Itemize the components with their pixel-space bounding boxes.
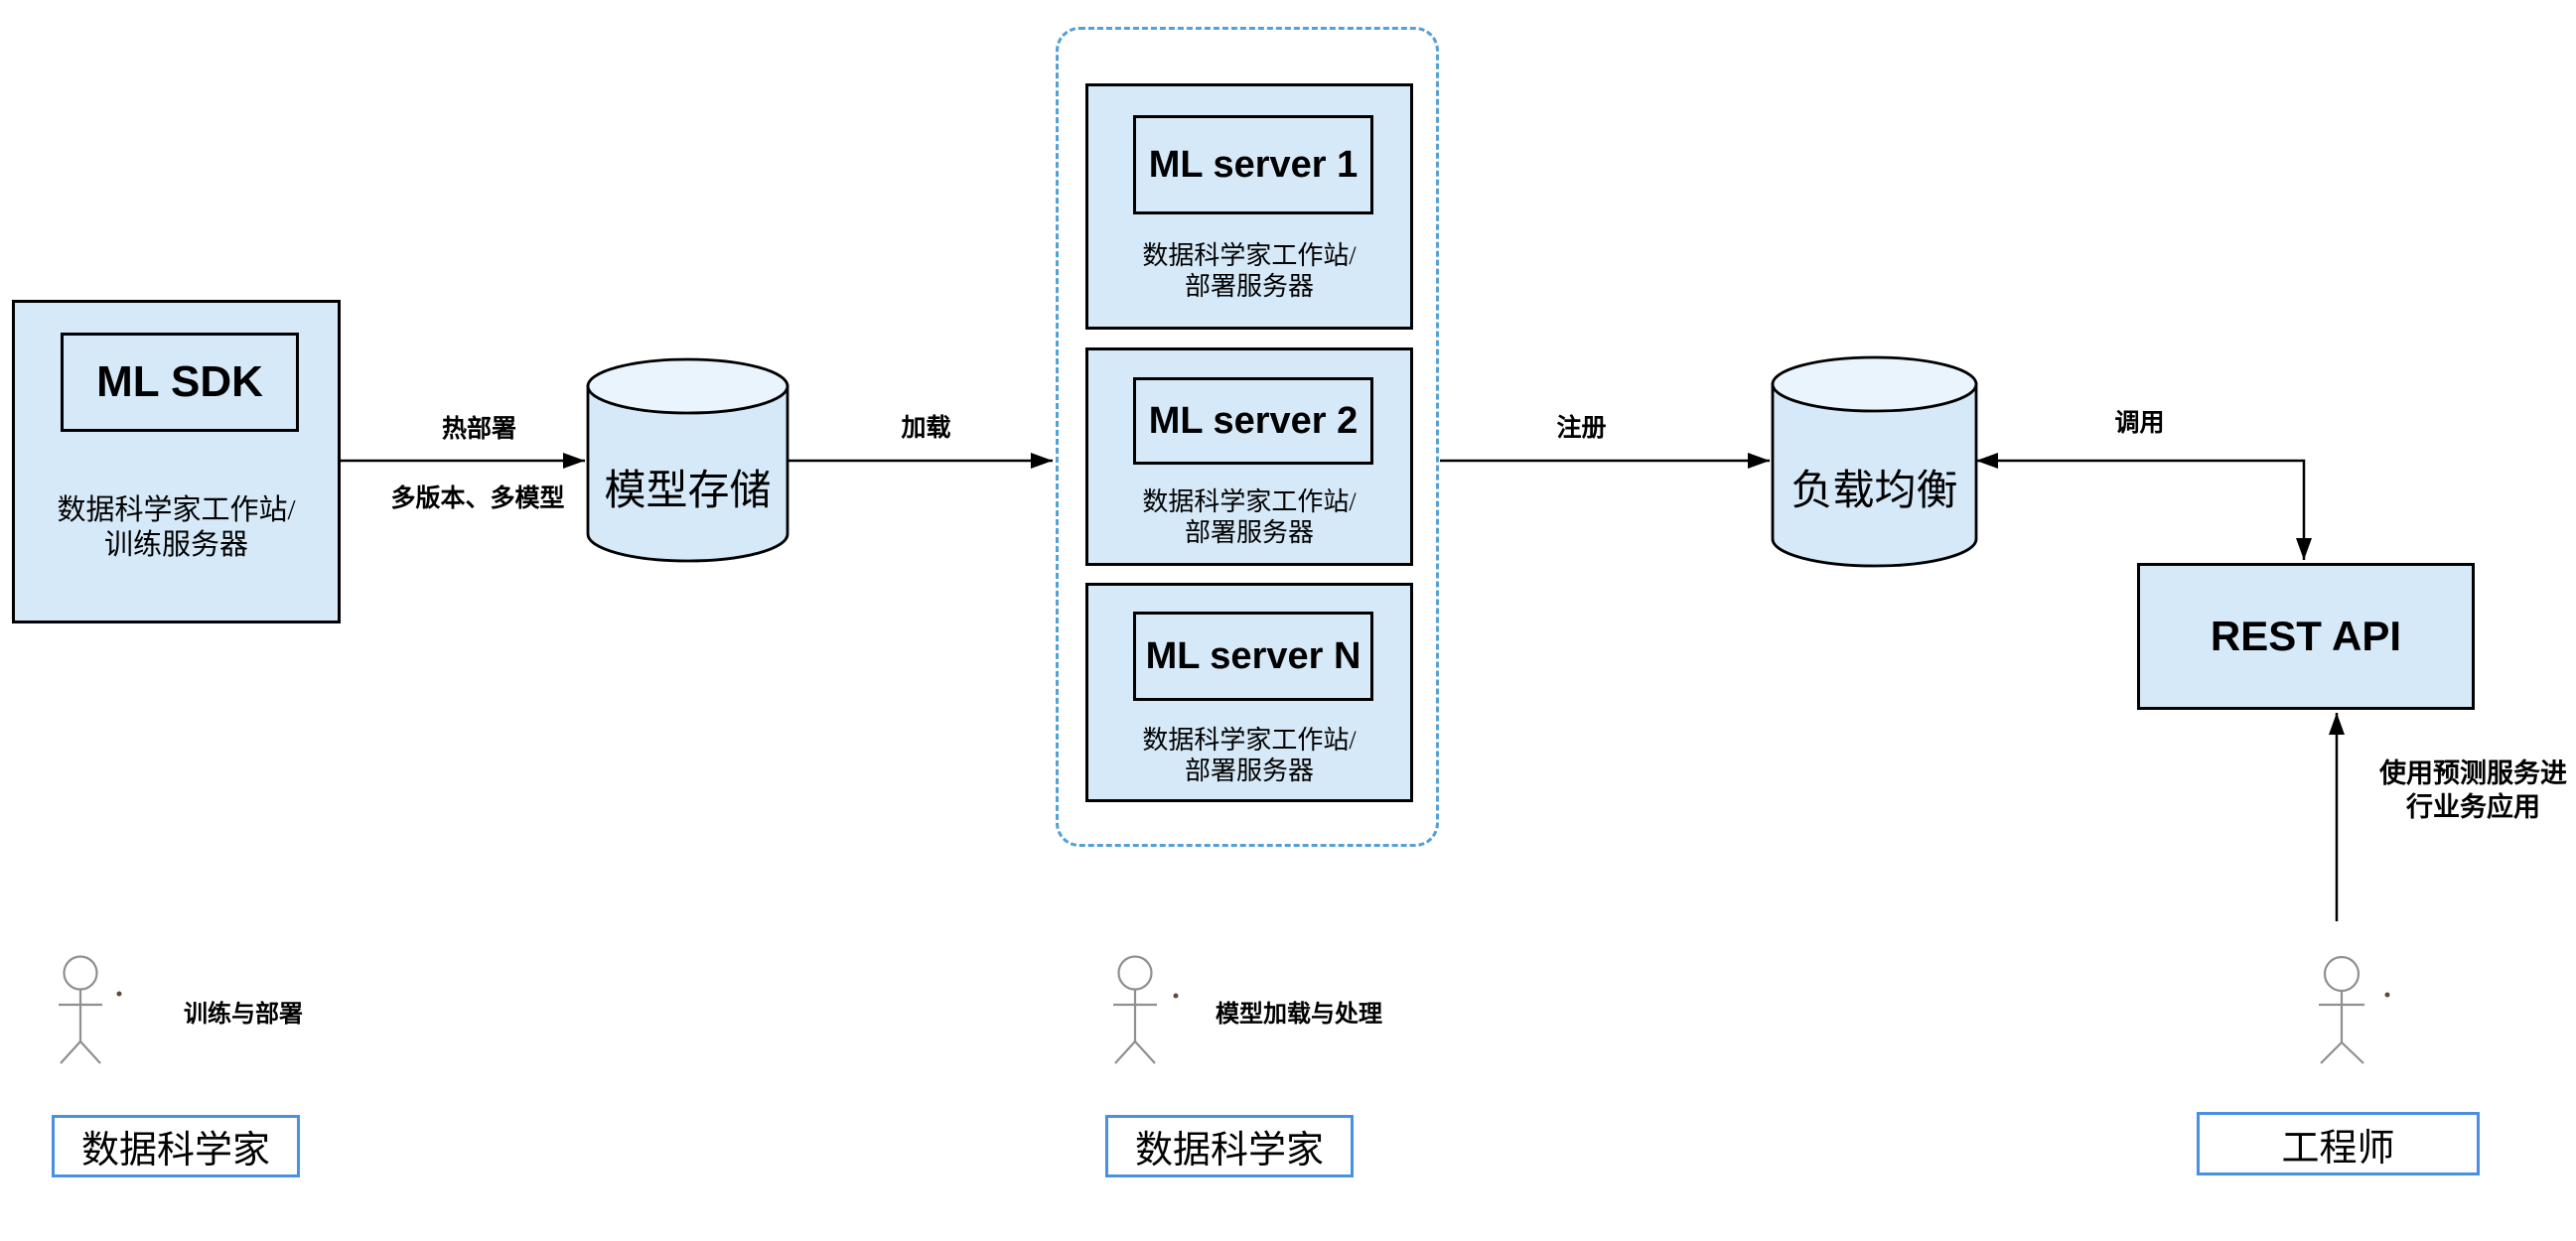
actor-box-engineer: 工程师 bbox=[2197, 1112, 2480, 1175]
ml-server-2-node: ML server 2 数据科学家工作站/ 部署服务器 bbox=[1085, 347, 1413, 566]
ml-server-n-subtitle-line2: 部署服务器 bbox=[1184, 757, 1314, 786]
ml-server-n-subtitle-line1: 数据科学家工作站/ bbox=[1142, 726, 1357, 755]
dot-marker bbox=[1173, 993, 1179, 999]
ml-sdk-subtitle-line2: 训练服务器 bbox=[103, 528, 248, 561]
ml-server-n-node: ML server N 数据科学家工作站/ 部署服务器 bbox=[1085, 583, 1413, 802]
edge-label-invoke: 调用 bbox=[2114, 410, 2165, 437]
model-store-cylinder bbox=[586, 357, 789, 563]
actor-activity-train-deploy: 训练与部署 bbox=[184, 1002, 303, 1028]
ml-server-2-title-box: ML server 2 bbox=[1133, 377, 1373, 465]
dot-marker bbox=[2384, 992, 2390, 998]
ml-server-1-subtitle: 数据科学家工作站/ 部署服务器 bbox=[1088, 240, 1410, 302]
invoke-arrow bbox=[1976, 453, 2312, 560]
rest-api-node: REST API bbox=[2137, 563, 2475, 710]
server-group-container bbox=[1056, 27, 1439, 847]
ml-sdk-subtitle-line1: 数据科学家工作站/ bbox=[57, 494, 296, 526]
ml-server-2-subtitle-line1: 数据科学家工作站/ bbox=[1142, 487, 1357, 516]
actor-box-data-scientist-1: 数据科学家 bbox=[52, 1115, 300, 1177]
model-store-label: 模型存储 bbox=[604, 469, 772, 514]
stick-figure-icon bbox=[59, 955, 102, 1064]
use-service-line2: 行业务应用 bbox=[2406, 791, 2540, 822]
ml-sdk-subtitle: 数据科学家工作站/ 训练服务器 bbox=[15, 493, 338, 563]
edge-label-register: 注册 bbox=[1556, 415, 1607, 442]
stick-figure-icon bbox=[2319, 955, 2364, 1064]
use-service-line1: 使用预测服务进 bbox=[2379, 758, 2567, 788]
actor-box-data-scientist-2: 数据科学家 bbox=[1105, 1115, 1354, 1177]
stick-figure-icon bbox=[1113, 955, 1157, 1064]
edge-label-multi-version: 多版本、多模型 bbox=[390, 485, 565, 512]
actor-name: 数据科学家 bbox=[80, 1130, 270, 1172]
ml-server-n-subtitle: 数据科学家工作站/ 部署服务器 bbox=[1088, 725, 1410, 786]
ml-sdk-title: ML SDK bbox=[96, 357, 263, 406]
actor-activity-model-load-process: 模型加载与处理 bbox=[1216, 1002, 1382, 1028]
ml-server-n-title: ML server N bbox=[1145, 634, 1361, 677]
ml-server-2-subtitle-line2: 部署服务器 bbox=[1184, 518, 1314, 548]
load-balancer-cylinder bbox=[1771, 355, 1978, 568]
ml-server-1-subtitle-line1: 数据科学家工作站/ bbox=[1142, 241, 1357, 270]
ml-sdk-title-box: ML SDK bbox=[61, 333, 299, 432]
dot-marker bbox=[116, 991, 122, 997]
ml-server-1-subtitle-line2: 部署服务器 bbox=[1184, 272, 1314, 302]
actor-name: 工程师 bbox=[2281, 1127, 2395, 1170]
ml-server-1-title-box: ML server 1 bbox=[1133, 115, 1373, 214]
ml-server-2-title: ML server 2 bbox=[1148, 399, 1359, 442]
actor-name: 数据科学家 bbox=[1134, 1130, 1324, 1172]
rest-api-label: REST API bbox=[2210, 613, 2402, 659]
ml-server-2-subtitle: 数据科学家工作站/ 部署服务器 bbox=[1088, 486, 1410, 548]
ml-server-1-node: ML server 1 数据科学家工作站/ 部署服务器 bbox=[1085, 83, 1413, 330]
ml-server-1-title: ML server 1 bbox=[1148, 143, 1359, 186]
edge-label-use-service: 使用预测服务进 行业务应用 bbox=[2352, 758, 2576, 825]
load-balancer-label: 负载均衡 bbox=[1790, 469, 1958, 514]
ml-server-n-title-box: ML server N bbox=[1133, 612, 1373, 701]
edge-label-hot-deploy: 热部署 bbox=[441, 416, 516, 443]
ml-sdk-node: ML SDK 数据科学家工作站/ 训练服务器 bbox=[12, 300, 341, 623]
edge-label-load: 加载 bbox=[901, 415, 951, 442]
